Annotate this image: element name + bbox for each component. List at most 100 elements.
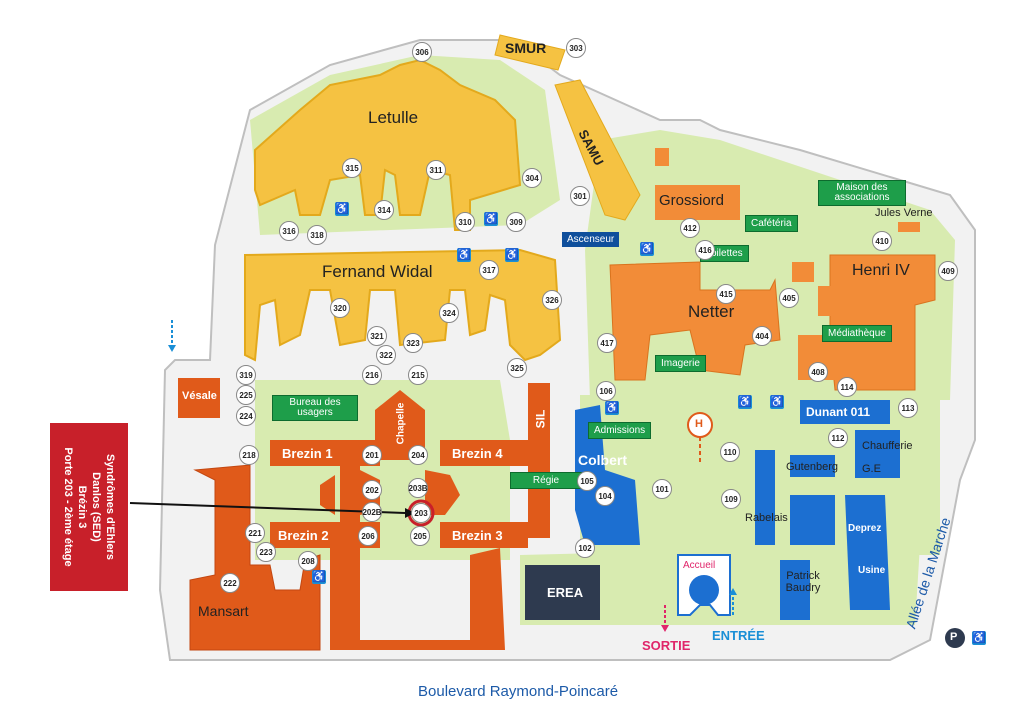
mansart-label: Mansart: [198, 603, 249, 619]
erea-building: [525, 565, 600, 620]
door-number-marker: 109: [721, 489, 741, 509]
maison-tag: Maison des associations: [818, 180, 906, 206]
vesale-label: Vésale: [182, 390, 217, 402]
cafeteria-tag: Cafétéria: [745, 215, 798, 232]
door-number-marker: 417: [597, 333, 617, 353]
door-number-marker: 326: [542, 290, 562, 310]
info-line-2: Danlos (SED): [90, 472, 102, 542]
door-number-marker: 314: [374, 200, 394, 220]
entree-label: ENTRÉE: [712, 628, 765, 643]
admissions-tag: Admissions: [588, 422, 652, 439]
door-number-marker: 216: [362, 365, 382, 385]
brezin1-building: [270, 440, 380, 466]
door-number-marker: 203: [411, 503, 431, 523]
brezin-central: [340, 440, 380, 560]
ge-label: G.E: [862, 463, 881, 475]
chaufferie-building: [855, 430, 900, 478]
usine-label: Usine: [858, 565, 886, 576]
grass-center: [255, 380, 510, 560]
door-number-marker: 317: [479, 260, 499, 280]
grossiord-small-1: [655, 148, 669, 166]
boulevard-label: Boulevard Raymond-Poincaré: [418, 683, 619, 700]
door-number-marker: 404: [752, 326, 772, 346]
door-number-marker: 316: [279, 221, 299, 241]
door-number-marker: 410: [872, 231, 892, 251]
netter-label: Netter: [688, 302, 735, 321]
sortie-label: SORTIE: [642, 638, 691, 653]
door-number-marker: 222: [220, 573, 240, 593]
brezin2-label: Brezin 2: [278, 528, 329, 543]
regie-tag: Régie: [510, 472, 582, 489]
brezin4-label: Brezin 4: [452, 446, 503, 461]
maison-building: [818, 286, 832, 316]
door-number-marker: 101: [652, 479, 672, 499]
door-number-marker: 204: [408, 445, 428, 465]
west-entry-arrowhead: [168, 345, 176, 352]
deprez-usine-building: [845, 495, 890, 610]
door-number-marker: 323: [403, 333, 423, 353]
letulle-label: Letulle: [368, 108, 419, 127]
chapelle-building: [375, 390, 425, 460]
erea-label: EREA: [547, 585, 584, 600]
door-number-marker: 412: [680, 218, 700, 238]
samu-building: [554, 79, 641, 221]
accessible-icon: ♿: [605, 401, 619, 415]
info-line-1: Syndrômes d'Ehlers: [104, 454, 116, 560]
netter-building: [609, 261, 781, 381]
smur-label: SMUR: [505, 40, 547, 56]
door-number-marker: 206: [358, 526, 378, 546]
info-line-3: Brézin 3: [76, 485, 88, 529]
brezin-right-wing: [425, 470, 460, 515]
door-number-marker: 215: [408, 365, 428, 385]
accueil-circle: [689, 575, 719, 605]
parking-icon-label: P: [950, 631, 958, 643]
info-line-4: Porte 203 - 2ème étage: [62, 447, 74, 567]
target-arrow: [129, 502, 406, 514]
brezin3-label: Brezin 3: [452, 528, 503, 543]
brezin3-building: [440, 522, 528, 548]
info-box: Syndrômes d'Ehlers Danlos (SED) Brézin 3…: [50, 423, 128, 591]
door-number-marker: 224: [236, 406, 256, 426]
entree-arrowhead: [729, 588, 737, 595]
brezin-left-wing: [320, 475, 335, 515]
fernand-widal-label: Fernand Widal: [322, 262, 433, 281]
door-number-marker: 114: [837, 377, 857, 397]
door-number-marker: 202: [362, 480, 382, 500]
door-number-marker: 202B: [362, 502, 382, 522]
dunant-label: Dunant 011: [806, 405, 871, 419]
jules-verne-label: Jules Verne: [875, 207, 933, 219]
rabelais-label: Rabelais: [745, 512, 788, 524]
chapelle-label: Chapelle: [395, 402, 407, 445]
henri-iv-label: Henri IV: [852, 262, 910, 279]
accessible-icon: ♿: [484, 212, 498, 226]
door-number-marker: 201: [362, 445, 382, 465]
accessible-icon: ♿: [335, 202, 349, 216]
imagerie-tag: Imagerie: [655, 355, 706, 372]
door-number-marker: 306: [412, 42, 432, 62]
vesale-building: [178, 378, 220, 418]
grossiord-label: Grossiord: [659, 192, 725, 209]
mediatheque-tag: Médiathèque: [822, 325, 892, 342]
ascenseur-tag: Ascenseur: [562, 232, 620, 247]
door-number-marker: 205: [410, 526, 430, 546]
door-number-marker: 102: [575, 538, 595, 558]
door-number-marker: 104: [595, 486, 615, 506]
door-number-marker: 208: [298, 551, 318, 571]
smur-building: [494, 34, 566, 71]
sil-label: SIL: [533, 409, 548, 429]
door-number-marker: 310: [455, 212, 475, 232]
chaufferie-label: Chaufferie: [862, 440, 913, 452]
door-number-marker: 105: [577, 471, 597, 491]
accessible-icon: ♿: [770, 395, 784, 409]
colbert-label: Colbert: [578, 452, 627, 468]
patrick-baudry-label: Patrick Baudry: [785, 570, 821, 594]
door-number-marker: 304: [522, 168, 542, 188]
grossiord-building: [655, 185, 740, 220]
brezin4-building: [440, 440, 528, 466]
deprez-label: Deprez: [848, 523, 882, 534]
accessible-icon: ♿: [312, 570, 326, 584]
door-number-marker: 416: [695, 240, 715, 260]
rabelais-building: [755, 450, 775, 545]
door-number-marker: 409: [938, 261, 958, 281]
door-number-marker: 225: [236, 385, 256, 405]
